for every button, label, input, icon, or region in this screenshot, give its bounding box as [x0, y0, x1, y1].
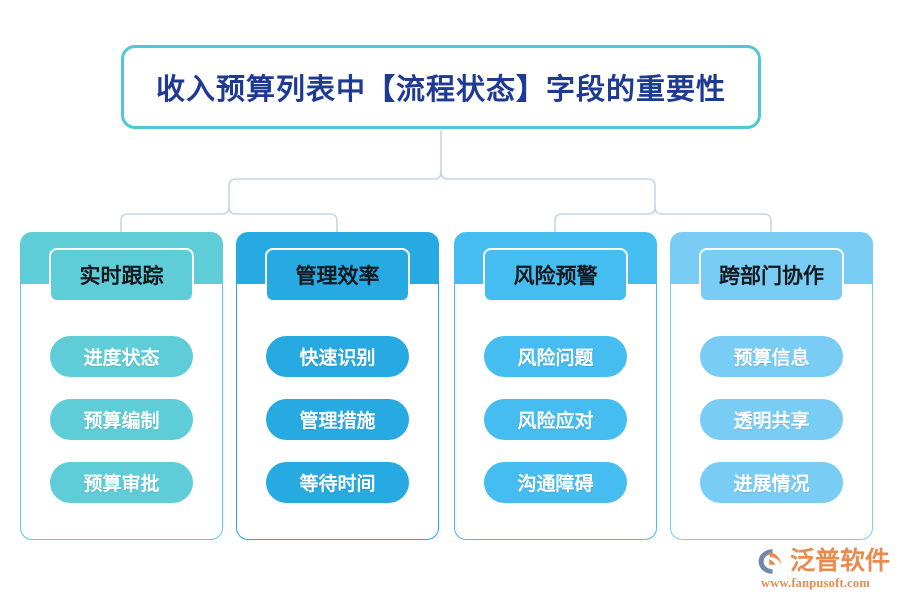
branch-item[interactable]: 进度状态: [50, 336, 193, 377]
connector-col1: [120, 206, 230, 234]
branch-item-label: 透明共享: [733, 411, 810, 432]
branch-item-label: 预算审批: [83, 474, 160, 495]
branch-header-cross-department-collaboration[interactable]: 跨部门协作: [699, 248, 844, 302]
connector-right-branch: [440, 171, 656, 208]
branch-item-label: 风险问题: [517, 348, 594, 369]
branch-item-list: 风险问题 风险应对 沟通障碍: [484, 336, 627, 503]
branch-card-realtime-tracking[interactable]: 实时跟踪 进度状态 预算编制 预算审批: [20, 232, 223, 540]
branch-header-label: 风险预警: [513, 264, 598, 288]
branch-item-label: 预算编制: [83, 411, 160, 432]
branch-header-realtime-tracking[interactable]: 实时跟踪: [49, 248, 194, 302]
watermark-brand: 泛普软件: [790, 548, 891, 575]
branch-card-cross-department-collaboration[interactable]: 跨部门协作 预算信息 透明共享 进展情况: [670, 232, 873, 540]
branch-item[interactable]: 等待时间: [266, 462, 409, 503]
branch-item-list: 进度状态 预算编制 预算审批: [50, 336, 193, 503]
diagram-title: 收入预算列表中【流程状态】字段的重要性: [155, 74, 726, 106]
diagram-title-box: 收入预算列表中【流程状态】字段的重要性: [121, 45, 761, 129]
connector-col2: [228, 206, 338, 234]
watermark-url: www.fanpusoft.com: [761, 576, 870, 590]
branch-item-list: 快速识别 管理措施 等待时间: [266, 336, 409, 503]
branch-item-label: 进展情况: [733, 474, 810, 495]
branch-item[interactable]: 风险应对: [484, 399, 627, 440]
branch-item[interactable]: 透明共享: [700, 399, 843, 440]
branch-item-label: 风险应对: [517, 411, 594, 432]
branch-card-management-efficiency[interactable]: 管理效率 快速识别 管理措施 等待时间: [236, 232, 439, 540]
connector-col3: [554, 206, 656, 234]
branch-item-label: 沟通障碍: [517, 474, 594, 495]
fanpu-logo-icon: [758, 549, 782, 574]
watermark-logo-row: 泛普软件: [757, 548, 890, 575]
branch-item[interactable]: 快速识别: [266, 336, 409, 377]
watermark-logo: 泛普软件 www.fanpusoft.com: [757, 548, 893, 594]
branch-item[interactable]: 预算信息: [700, 336, 843, 377]
branch-item-label: 管理措施: [299, 411, 376, 432]
connector-col4: [654, 206, 772, 234]
branch-header-label: 实时跟踪: [79, 264, 164, 288]
branch-item-label: 进度状态: [83, 348, 160, 369]
branch-item[interactable]: 预算编制: [50, 399, 193, 440]
connector-left-branch: [228, 171, 442, 208]
branch-item-label: 快速识别: [299, 348, 376, 369]
branch-header-risk-warning[interactable]: 风险预警: [483, 248, 628, 302]
branch-item-list: 预算信息 透明共享 进展情况: [700, 336, 843, 503]
branch-item[interactable]: 风险问题: [484, 336, 627, 377]
branch-card-risk-warning[interactable]: 风险预警 风险问题 风险应对 沟通障碍: [454, 232, 657, 540]
branch-header-management-efficiency[interactable]: 管理效率: [265, 248, 410, 302]
branch-item[interactable]: 沟通障碍: [484, 462, 627, 503]
branch-item-label: 等待时间: [299, 474, 376, 495]
branch-item[interactable]: 进展情况: [700, 462, 843, 503]
branch-header-label: 跨部门协作: [719, 264, 824, 288]
branch-item[interactable]: 管理措施: [266, 399, 409, 440]
branch-header-label: 管理效率: [295, 264, 380, 288]
branch-item[interactable]: 预算审批: [50, 462, 193, 503]
branch-item-label: 预算信息: [733, 348, 810, 369]
